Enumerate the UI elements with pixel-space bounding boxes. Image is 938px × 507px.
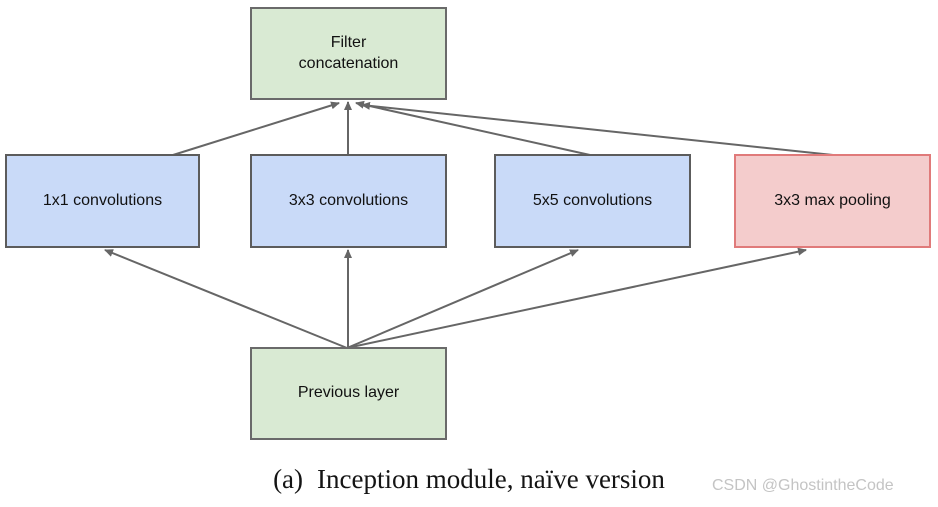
figure-caption-index: (a) — [273, 464, 304, 494]
node-3x3-max-pooling: 3x3 max pooling — [734, 154, 931, 248]
figure-caption-text: Inception module, naïve version — [317, 464, 665, 494]
node-5x5-convolutions-label: 5x5 convolutions — [532, 191, 653, 209]
figure-caption: (a) Inception module, naïve version — [0, 464, 938, 495]
node-3x3-convolutions-label: 3x3 convolutions — [288, 191, 409, 209]
node-filter-concatenation-label: Filter concatenation — [298, 33, 399, 72]
node-1x1-convolutions: 1x1 convolutions — [5, 154, 200, 248]
node-previous-layer-label: Previous layer — [297, 384, 400, 402]
csdn-watermark: CSDN @GhostintheCode — [712, 477, 894, 494]
arrow-maxpool-to-concat — [361, 101, 834, 156]
arrow-prev-to-conv1x1 — [104, 249, 348, 349]
node-3x3-max-pooling-label: 3x3 max pooling — [774, 191, 891, 209]
arrow-prev-to-maxpool — [346, 247, 807, 349]
node-1x1-convolutions-label: 1x1 convolutions — [42, 191, 163, 209]
arrow-prev-to-conv5x5 — [346, 249, 579, 349]
node-5x5-convolutions: 5x5 convolutions — [494, 154, 691, 248]
arrow-conv1x1-to-concat — [172, 101, 340, 156]
arrow-conv5x5-to-concat — [355, 100, 591, 156]
node-filter-concatenation: Filter concatenation — [250, 7, 447, 100]
node-3x3-convolutions: 3x3 convolutions — [250, 154, 447, 248]
node-previous-layer: Previous layer — [250, 347, 447, 440]
